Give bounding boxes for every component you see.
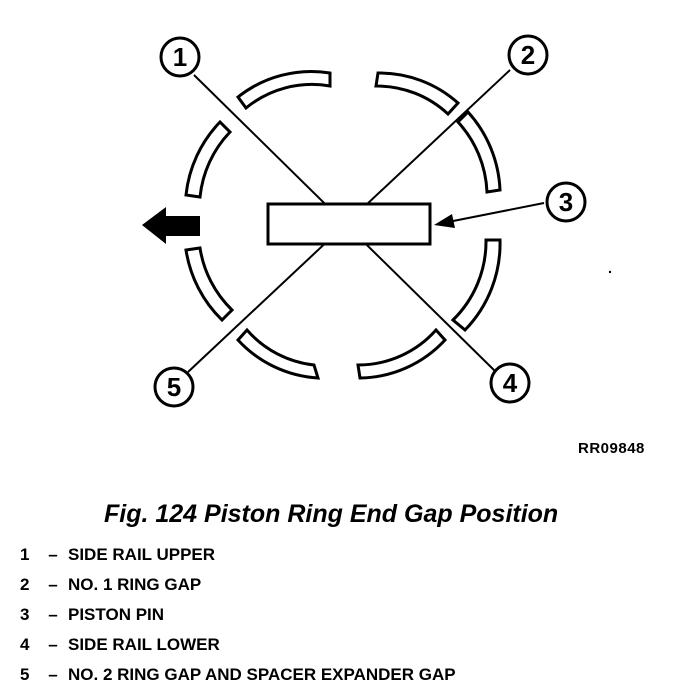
ring-segment-bottom-right — [356, 327, 448, 380]
callout-4: 4 — [489, 362, 531, 404]
left-arrow-icon — [142, 207, 200, 244]
legend-item-number: 2 — [20, 575, 30, 594]
legend-separator: – — [48, 545, 58, 564]
legend-separator: – — [48, 575, 58, 594]
reference-code: RR09848 — [578, 440, 645, 457]
legend-item-label: NO. 2 RING GAP AND SPACER EXPANDER GAP — [68, 665, 456, 684]
callout-5-number: 5 — [167, 372, 181, 402]
callout-3: 3 — [545, 181, 587, 223]
ring-segment-right-upper — [455, 109, 502, 194]
ring-segment-right-lower — [450, 238, 502, 333]
legend-item-number: 1 — [20, 545, 30, 564]
legend-item: 4–SIDE RAIL LOWER — [20, 630, 456, 660]
ring-segment-left-lower — [184, 246, 235, 323]
speck-dot — [608, 270, 612, 274]
callouts: 1 2 3 4 5 — [153, 34, 587, 408]
legend-item-label: PISTON PIN — [68, 605, 165, 624]
legend-item: 1–SIDE RAIL UPPER — [20, 540, 456, 570]
ring-segments — [184, 70, 502, 380]
ring-segment-left-upper — [184, 119, 233, 199]
callout-2: 2 — [507, 34, 549, 76]
ring-segment-top-right — [374, 71, 461, 117]
legend-separator: – — [48, 635, 58, 654]
callout-4-number: 4 — [503, 368, 518, 398]
leader-line-3 — [437, 202, 545, 225]
callout-1-number: 1 — [173, 42, 187, 72]
leader-arrowhead-3 — [434, 214, 455, 228]
callout-3-number: 3 — [559, 187, 573, 217]
legend-item: 2–NO. 1 RING GAP — [20, 570, 456, 600]
legend-item-number: 3 — [20, 605, 30, 624]
legend-item-number: 5 — [20, 665, 30, 684]
ring-gap-diagram: 1 2 3 4 5 — [142, 34, 612, 408]
legend-item: 5–NO. 2 RING GAP AND SPACER EXPANDER GAP — [20, 660, 456, 690]
legend-item-label: SIDE RAIL LOWER — [68, 635, 220, 654]
legend-separator: – — [48, 605, 58, 624]
legend-item-label: SIDE RAIL UPPER — [68, 545, 216, 564]
legend-item: 3–PISTON PIN — [20, 600, 456, 630]
legend-item-number: 4 — [20, 635, 30, 654]
callout-5: 5 — [153, 366, 195, 408]
piston-pin — [266, 202, 432, 246]
legend-list: 1–SIDE RAIL UPPER 2–NO. 1 RING GAP 3–PIS… — [20, 540, 456, 690]
figure-title: Fig. 124 Piston Ring End Gap Position — [104, 500, 559, 528]
callout-1: 1 — [159, 36, 201, 78]
ring-segment-top-left — [235, 70, 332, 111]
callout-2-number: 2 — [521, 40, 535, 70]
legend-item-label: NO. 1 RING GAP — [68, 575, 202, 594]
legend-separator: – — [48, 665, 58, 684]
ring-segment-bottom-left — [235, 327, 321, 380]
